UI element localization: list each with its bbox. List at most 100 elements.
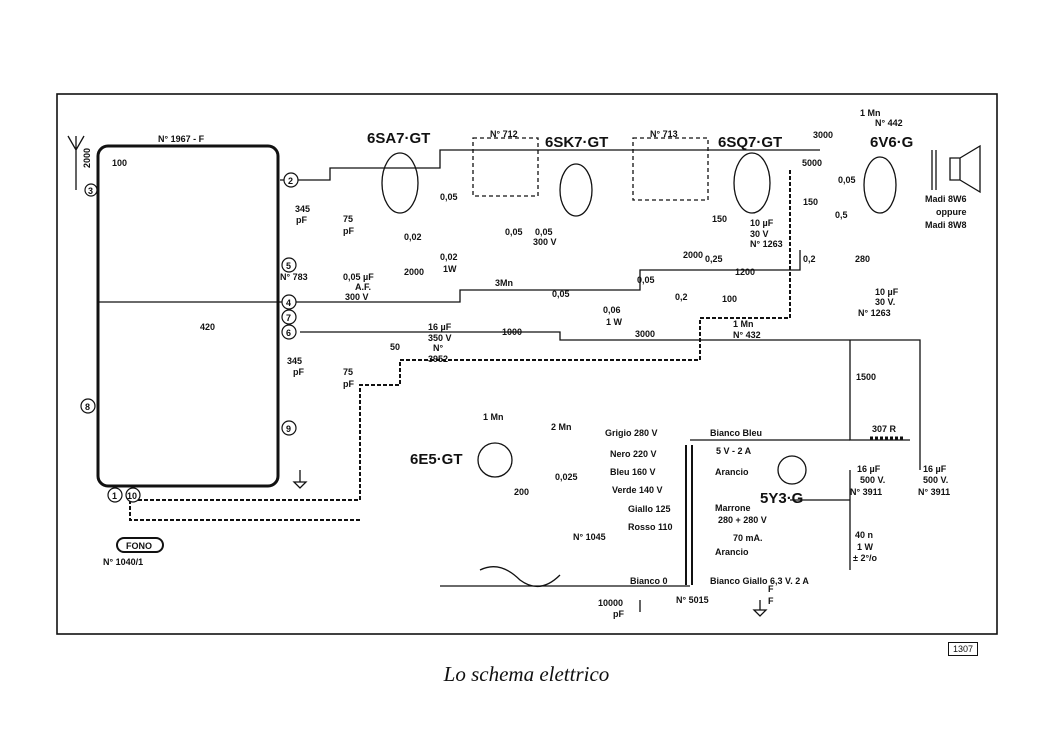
terminal-label-4: 4 — [286, 298, 291, 308]
label-c75b: 75 — [343, 367, 353, 377]
label-c005a: 0,05 — [440, 192, 458, 202]
label-r1mn-e5: 1 Mn — [483, 412, 504, 422]
agc-wire — [98, 250, 801, 303]
label-pct: ± 2°/o — [853, 553, 878, 563]
label-n3952b: 3952 — [428, 354, 448, 364]
shielded-cable — [129, 170, 791, 521]
label-speaker1: Madi 8W6 — [925, 194, 967, 204]
label-c10uf: 10 µF — [750, 218, 774, 228]
tube-label-6sq7: 6SQ7·GT — [718, 134, 782, 151]
label-c345a: 345 — [295, 204, 310, 214]
page-number: 1307 — [948, 642, 978, 656]
label-r200: 200 — [514, 487, 529, 497]
label-c16c: 16 µF — [923, 464, 947, 474]
label-f1: F — [768, 584, 774, 594]
terminal-8 — [80, 398, 96, 414]
label-pf-c: pF — [293, 367, 304, 377]
label-arancio2: Arancio — [715, 547, 749, 557]
label-n442: N° 442 — [875, 118, 903, 128]
label-r002: 0,02 — [404, 232, 422, 242]
tube-6e5-envelope — [477, 442, 513, 478]
label-bleu: Bleu 160 V — [610, 467, 656, 477]
terminal-7 — [281, 309, 297, 325]
label-nero: Nero 220 V — [610, 449, 657, 459]
label-c50: 50 — [390, 342, 400, 352]
tube-6v6-envelope — [863, 156, 897, 214]
label-marrone: Marrone — [715, 503, 751, 513]
tube-5y3-envelope — [777, 455, 807, 485]
label-n3911: N° 3911 — [850, 487, 882, 497]
label-r02: 0,2 — [675, 292, 688, 302]
label-c10uf2: 10 µF — [875, 287, 899, 297]
label-v500: 500 V. — [860, 475, 885, 485]
label-v350: 350 V — [428, 333, 452, 343]
label-w1c: 1 W — [857, 542, 874, 552]
speaker-symbol — [949, 144, 981, 194]
terminal-label-8: 8 — [85, 402, 90, 412]
tube-label-6sk7: 6SK7·GT — [545, 134, 608, 151]
if-transformer-712 — [472, 137, 539, 197]
label-c3000b: 3000 — [635, 329, 655, 339]
label-c5000: 5000 — [802, 158, 822, 168]
label-ma70: 70 mA. — [733, 533, 763, 543]
plate-wire — [280, 149, 820, 181]
terminal-1 — [107, 487, 123, 503]
label-ht: 280 + 280 V — [718, 515, 767, 525]
label-r02b: 0,2 — [803, 254, 816, 264]
label-r1500: 1500 — [856, 372, 876, 382]
label-r1000: 1000 — [502, 327, 522, 337]
label-n1263a: N° 1263 — [750, 239, 783, 249]
terminal-3 — [84, 183, 98, 197]
label-r2mn: 2 Mn — [551, 422, 572, 432]
label-r280: 280 — [855, 254, 870, 264]
phono-jack — [116, 537, 164, 553]
label-r006: 0,06 — [603, 305, 621, 315]
label-c345b: 345 — [287, 356, 302, 366]
label-w1b: 1 W — [606, 317, 623, 327]
label-choke: 307 R — [872, 424, 897, 434]
label-c005c: 0,05 — [535, 227, 553, 237]
label-n1040: N° 1040/1 — [103, 557, 143, 567]
terminal-6 — [281, 324, 297, 340]
label-r05: 0,5 — [835, 210, 848, 220]
output-transformer — [931, 150, 937, 190]
label-r3m: 3Mn — [495, 278, 513, 288]
label-pf-d: pF — [343, 379, 354, 389]
terminal-label-2: 2 — [288, 176, 293, 186]
label-r2000a: 2000 — [404, 267, 424, 277]
ground-symbol-2 — [752, 600, 768, 617]
label-giallo: Giallo 125 — [628, 504, 671, 514]
terminal-4 — [281, 294, 297, 310]
terminal-10 — [125, 487, 141, 503]
tube-label-6sa7: 6SA7·GT — [367, 130, 430, 147]
tube-label-5y3: 5Y3·G — [760, 490, 803, 507]
label-r40: 40 n — [855, 530, 873, 540]
terminal-label-10: 10 — [127, 491, 137, 501]
terminal-label-9: 9 — [286, 424, 291, 434]
terminal-2 — [283, 172, 299, 188]
label-r002b: 0,02 — [440, 252, 458, 262]
label-c75a: 75 — [343, 214, 353, 224]
label-if1: N° 712 — [490, 129, 518, 139]
label-n5015: N° 5015 — [676, 595, 709, 605]
label-c150: 150 — [712, 214, 727, 224]
label-f2: F — [768, 596, 774, 606]
label-c100b: 100 — [722, 294, 737, 304]
label-bianco-bleu: Bianco Bleu — [710, 428, 762, 438]
label-coil-block: N° 1967 - F — [158, 134, 205, 144]
label-c005d: 0,05 — [552, 289, 570, 299]
terminal-label-1: 1 — [112, 491, 117, 501]
label-n1045: N° 1045 — [573, 532, 606, 542]
label-bianco0: Bianco 0 — [630, 576, 668, 586]
label-pf-b: pF — [343, 226, 354, 236]
label-c16b: 16 µF — [857, 464, 881, 474]
label-grigio: Grigio 280 V — [605, 428, 658, 438]
label-speaker-or: oppure — [936, 207, 967, 217]
ground-symbol — [292, 470, 308, 489]
label-c005e: 0,05 — [637, 275, 655, 285]
label-c005f: 0,05 — [838, 175, 856, 185]
label-v300: 300 V — [345, 292, 369, 302]
tube-6sq7-envelope — [733, 152, 771, 214]
label-c3000: 3000 — [813, 130, 833, 140]
label-v300b: 300 V — [533, 237, 557, 247]
